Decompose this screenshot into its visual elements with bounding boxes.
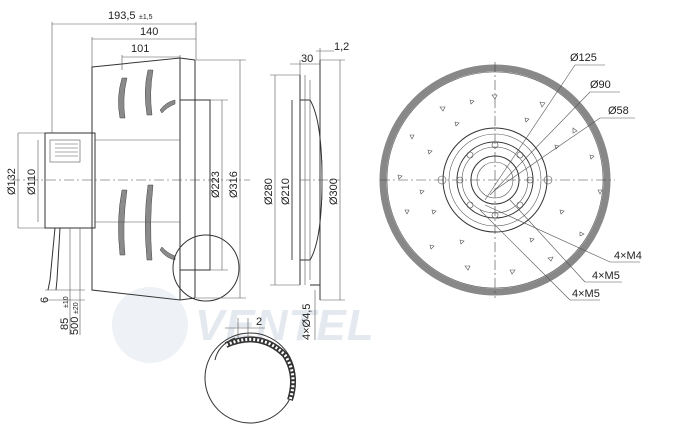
dim-dia-210: Ø210: [280, 178, 292, 205]
impeller-blades: [118, 69, 176, 261]
dim-85-tol: ±10: [63, 296, 70, 308]
watermark-text: VENTEL: [195, 301, 375, 350]
cable: [47, 227, 56, 291]
label-thread-m5-b: 4×M5: [572, 288, 600, 300]
dim-dia-316: Ø316: [228, 171, 240, 198]
front-view: Ø125 Ø90 Ø58 4×M4 4×M5 4×M5: [379, 52, 642, 301]
dim-500-tol: ±20: [73, 302, 80, 314]
detail-view: 2: [204, 316, 297, 424]
hub-ring-58: [470, 155, 520, 205]
dim-6: 6: [39, 297, 51, 303]
dim-holes-4-5: 4×Ø4,5: [301, 304, 313, 340]
label-dia-58: Ø58: [608, 105, 629, 117]
dim-dia-110: Ø110: [26, 169, 38, 195]
label-dia-90: Ø90: [590, 79, 611, 91]
label-thread-m5-a: 4×M5: [592, 270, 620, 282]
dim-2: 2: [256, 316, 262, 328]
dim-30: 30: [301, 53, 313, 65]
dim-dia-132: Ø132: [6, 168, 18, 195]
dim-depth-101: 101: [131, 43, 149, 55]
watermark: VENTEL: [112, 287, 375, 363]
dim-overall-depth-tol: ±1,5: [139, 14, 153, 21]
front-leaders: [479, 64, 640, 301]
dim-1-2: 1,2: [334, 41, 349, 53]
dim-85: 85: [59, 318, 71, 330]
hub-holes: [437, 141, 553, 219]
label-dia-125: Ø125: [570, 52, 597, 64]
dim-dia-280: Ø280: [263, 178, 275, 205]
hub-ring-125: [442, 127, 548, 233]
dim-dia-300: Ø300: [328, 178, 340, 205]
motor-body: [44, 132, 96, 229]
label-thread-m4: 4×M4: [614, 250, 642, 262]
dim-overall-depth: 193,5: [108, 10, 136, 22]
motor-terminal: [49, 139, 81, 163]
dim-depth-140: 140: [140, 26, 158, 38]
dim-dia-223: Ø223: [210, 171, 222, 198]
inlet-ring-view: 30 1,2 Ø280 Ø210 Ø300 4×Ø4,5: [263, 41, 349, 340]
dim-500: 500: [69, 317, 81, 335]
impeller-outline: [91, 57, 181, 301]
detail-circle: [172, 234, 240, 302]
inlet-ring: [180, 99, 211, 271]
blade-tabs: [397, 94, 603, 275]
side-view: 193,5 ±1,5 140 101 Ø132 Ø110 Ø223 Ø316 6…: [6, 10, 250, 335]
